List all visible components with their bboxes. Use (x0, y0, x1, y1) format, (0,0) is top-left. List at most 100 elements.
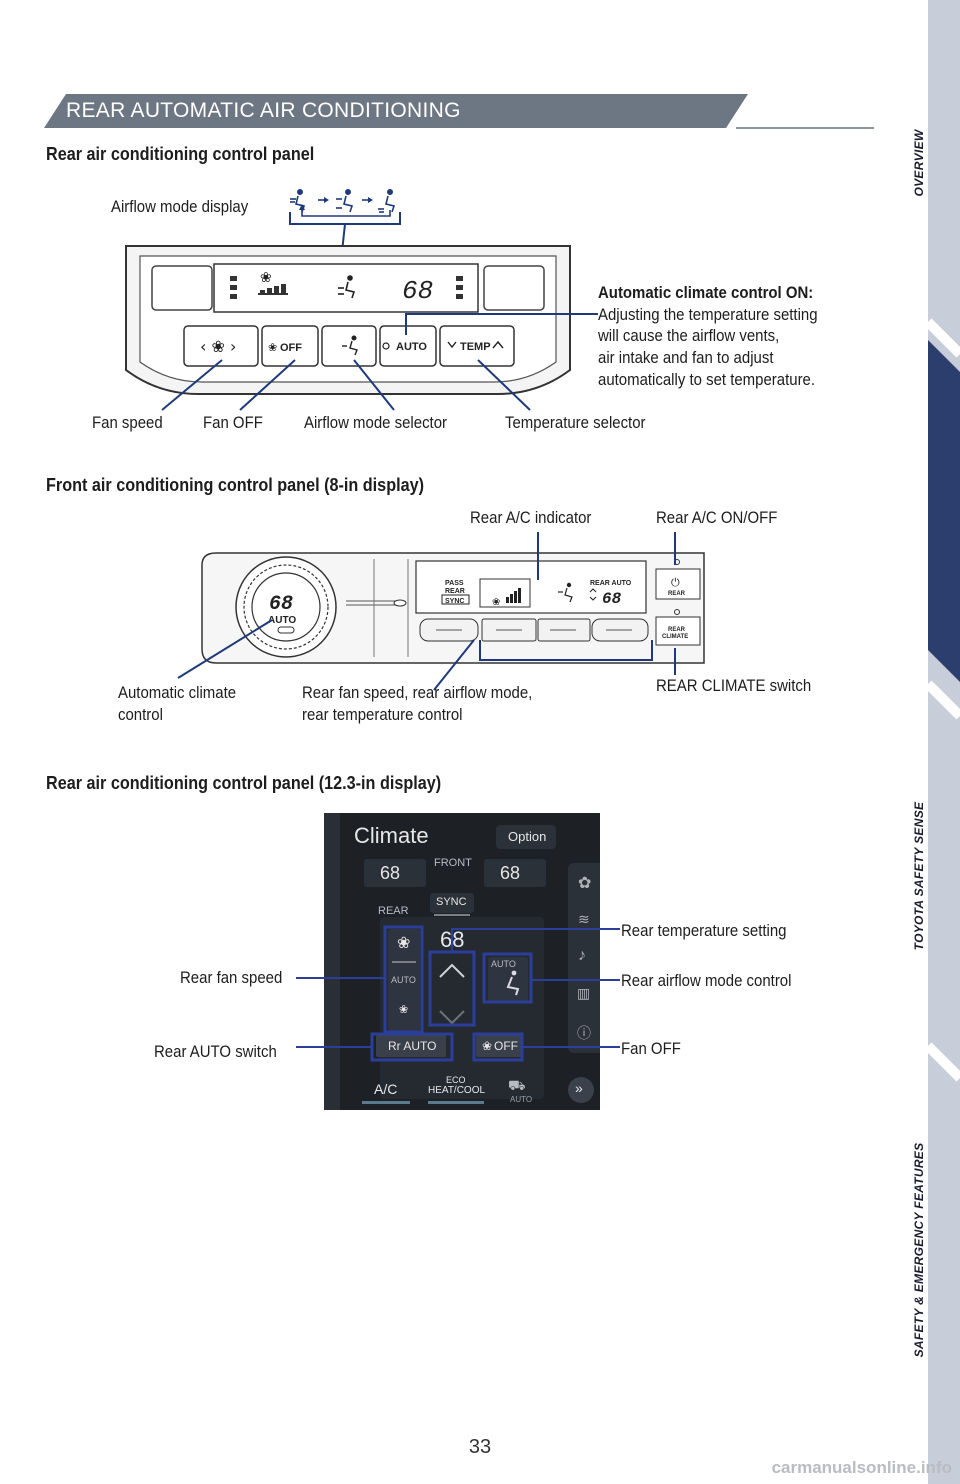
page-title: REAR AUTOMATIC AIR CONDITIONING (66, 99, 461, 122)
rear-auto-switch-label: Rr AUTO (388, 1039, 437, 1053)
tab-features-operations-label: FEATURES & OPERATIONS (912, 433, 926, 597)
chart-icon[interactable]: ▥ (577, 985, 591, 1001)
rear-ac-indicator-label: Rear A/C indicator (470, 508, 592, 527)
rear-fan-speed-control[interactable]: ❀ AUTO ❀ (388, 929, 420, 1031)
rear-ac-onoff-label: Rear A/C ON/OFF (656, 508, 778, 527)
panel-airflow-icon (338, 275, 356, 299)
panel-fan-off-text: OFF (280, 342, 302, 354)
rear-fan-off-button[interactable]: ❀ OFF (476, 1035, 522, 1057)
page-number: 33 (468, 1436, 492, 1458)
info-icon[interactable]: ⓘ (577, 1025, 591, 1041)
front-right-temp-box[interactable]: 68 (484, 859, 546, 887)
music-icon[interactable]: ♪ (578, 947, 586, 964)
tab-toyota-safety-sense-label: TOYOTA SAFETY SENSE (912, 801, 926, 951)
rear-temperature-setting-label: Rear temperature setting (621, 921, 787, 940)
rear-auto-switch[interactable]: Rr AUTO (376, 1035, 446, 1057)
section-3-title: Rear air conditioning control panel (12.… (46, 773, 442, 793)
rear-auto-label: REAR AUTO (590, 580, 632, 587)
rear-label: REAR (445, 588, 465, 595)
auto-control-desc-1: Adjusting the temperature setting (598, 305, 818, 324)
fan-off-label: Fan OFF (203, 413, 263, 432)
rear-auto-switch-label: Rear AUTO switch (154, 1042, 277, 1061)
rear-control-panel: ❀ 68 ‹ ❀ › ❀ OFF AUTO TEMP (125, 245, 571, 395)
svg-text:⏻: ⏻ (671, 576, 680, 589)
header-banner (44, 94, 748, 128)
dial-auto: AUTO (268, 615, 296, 626)
ac-button-label[interactable]: A/C (374, 1081, 398, 1097)
panel-temp-display: 68 (402, 276, 433, 306)
airflow-auto-label: AUTO (491, 959, 516, 969)
screen-title: Climate (354, 823, 429, 848)
front-disp-temp: 68 (602, 590, 622, 608)
airflow-mode-sequence (289, 189, 401, 252)
heat-cool-label[interactable]: HEAT/COOL (428, 1085, 486, 1096)
front-label: FRONT (434, 857, 472, 869)
svg-text:❀: ❀ (268, 341, 277, 354)
temp-up-button[interactable] (432, 953, 472, 989)
auto-control-title: Automatic climate control ON: (598, 283, 814, 302)
auto-control-desc-3: air intake and fan to adjust (598, 348, 774, 367)
seat-heat-icon[interactable]: ≋ (578, 911, 590, 927)
tab-features-operations[interactable]: FEATURES & OPERATIONS (878, 340, 960, 682)
panel-temp-text: TEMP (460, 341, 491, 353)
double-chevron-icon: » (575, 1080, 583, 1096)
rear-climate-screen: Climate Option 68 FRONT 68 REAR SYNC 68 … (324, 813, 600, 1110)
panel-airflow-button (321, 325, 377, 367)
rear-temp-value: 68 (440, 927, 465, 952)
car-auto-label: AUTO (510, 1095, 533, 1104)
tab-toyota-safety-sense[interactable]: TOYOTA SAFETY SENSE (878, 706, 960, 1044)
rear-climate-switch-label: REAR CLIMATE switch (656, 676, 812, 695)
front-left-temp: 68 (380, 863, 401, 883)
section-2-title: Front air conditioning control panel (8-… (46, 475, 425, 495)
airflow-seat-icon (506, 970, 520, 996)
svg-text:‹ ❀ ›: ‹ ❀ › (200, 337, 236, 356)
rear-airflow-mode-control-label: Rear airflow mode control (621, 971, 792, 990)
automatic-climate-control-label-2: control (118, 705, 163, 724)
auto-control-desc-4: automatically to set temperature. (598, 370, 816, 389)
car-icon[interactable]: ⛟ (508, 1077, 526, 1093)
airflow-mode-display-label: Airflow mode display (111, 197, 249, 216)
btn-rear-climate-1: REAR (668, 627, 686, 633)
side-navigation: OVERVIEW FEATURES & OPERATIONS TOYOTA SA… (878, 0, 960, 1484)
fan-high-icon: ❀ (397, 935, 411, 952)
tab-overview[interactable]: OVERVIEW (878, 0, 960, 318)
rear-label: REAR (378, 905, 409, 917)
fan-speed-label: Fan speed (92, 413, 163, 432)
sync-label: SYNC (445, 598, 464, 605)
front-control-panel: 68 AUTO PASS REAR SYNC ❀ REAR AUTO 68 ⏻ … (201, 552, 705, 664)
panel-fan-icon: ❀ (260, 270, 272, 286)
seat-climate-icon[interactable]: ✿ (578, 875, 592, 892)
rear-fan-speed-etc-label-1: Rear fan speed, rear airflow mode, (302, 683, 533, 702)
pass-label: PASS (445, 580, 464, 587)
rear-fan-auto-label: AUTO (391, 975, 416, 985)
temp-down-button[interactable] (432, 999, 472, 1033)
more-button[interactable]: » (568, 1077, 594, 1103)
screen-left-edge (324, 813, 340, 1110)
airflow-mode-selector-label: Airflow mode selector (304, 413, 448, 432)
eco-label[interactable]: ECO (446, 1075, 466, 1085)
airflow-feet-icon (378, 189, 396, 213)
rear-airflow-mode-button[interactable]: AUTO (488, 957, 528, 1001)
automatic-climate-control-label-1: Automatic climate (118, 683, 237, 702)
screen-option-button[interactable]: Option (496, 825, 556, 849)
screen-right-menu: ✿ ≋ ♪ ▥ ⓘ (568, 863, 600, 1053)
front-left-temp-box[interactable]: 68 (364, 859, 426, 887)
dial-temp: 68 (269, 593, 293, 616)
front-right-temp: 68 (500, 863, 521, 883)
panel-auto-text: AUTO (396, 341, 427, 353)
tab-safety-emergency[interactable]: SAFETY & EMERGENCY FEATURES (878, 1070, 960, 1430)
screen-option-label: Option (508, 829, 547, 844)
rear-fan-off-icon: ❀ (482, 1039, 493, 1053)
fan-off-label-3: Fan OFF (621, 1039, 681, 1058)
sync-button[interactable]: SYNC (430, 893, 474, 913)
watermark: carmanualsonline.info (771, 1458, 952, 1477)
section-1-title: Rear air conditioning control panel (46, 144, 315, 164)
temperature-selector-label: Temperature selector (505, 413, 646, 432)
btn-rear-climate-2: CLIMATE (662, 634, 688, 640)
rear-fan-speed-etc-label-2: rear temperature control (302, 705, 463, 724)
tab-safety-emergency-label: SAFETY & EMERGENCY FEATURES (912, 1142, 926, 1358)
airflow-bilevel-icon (336, 189, 354, 213)
auto-control-desc-2: will cause the airflow vents, (598, 326, 780, 345)
rear-fan-off-label: OFF (494, 1039, 518, 1053)
svg-text:❀: ❀ (492, 597, 500, 608)
